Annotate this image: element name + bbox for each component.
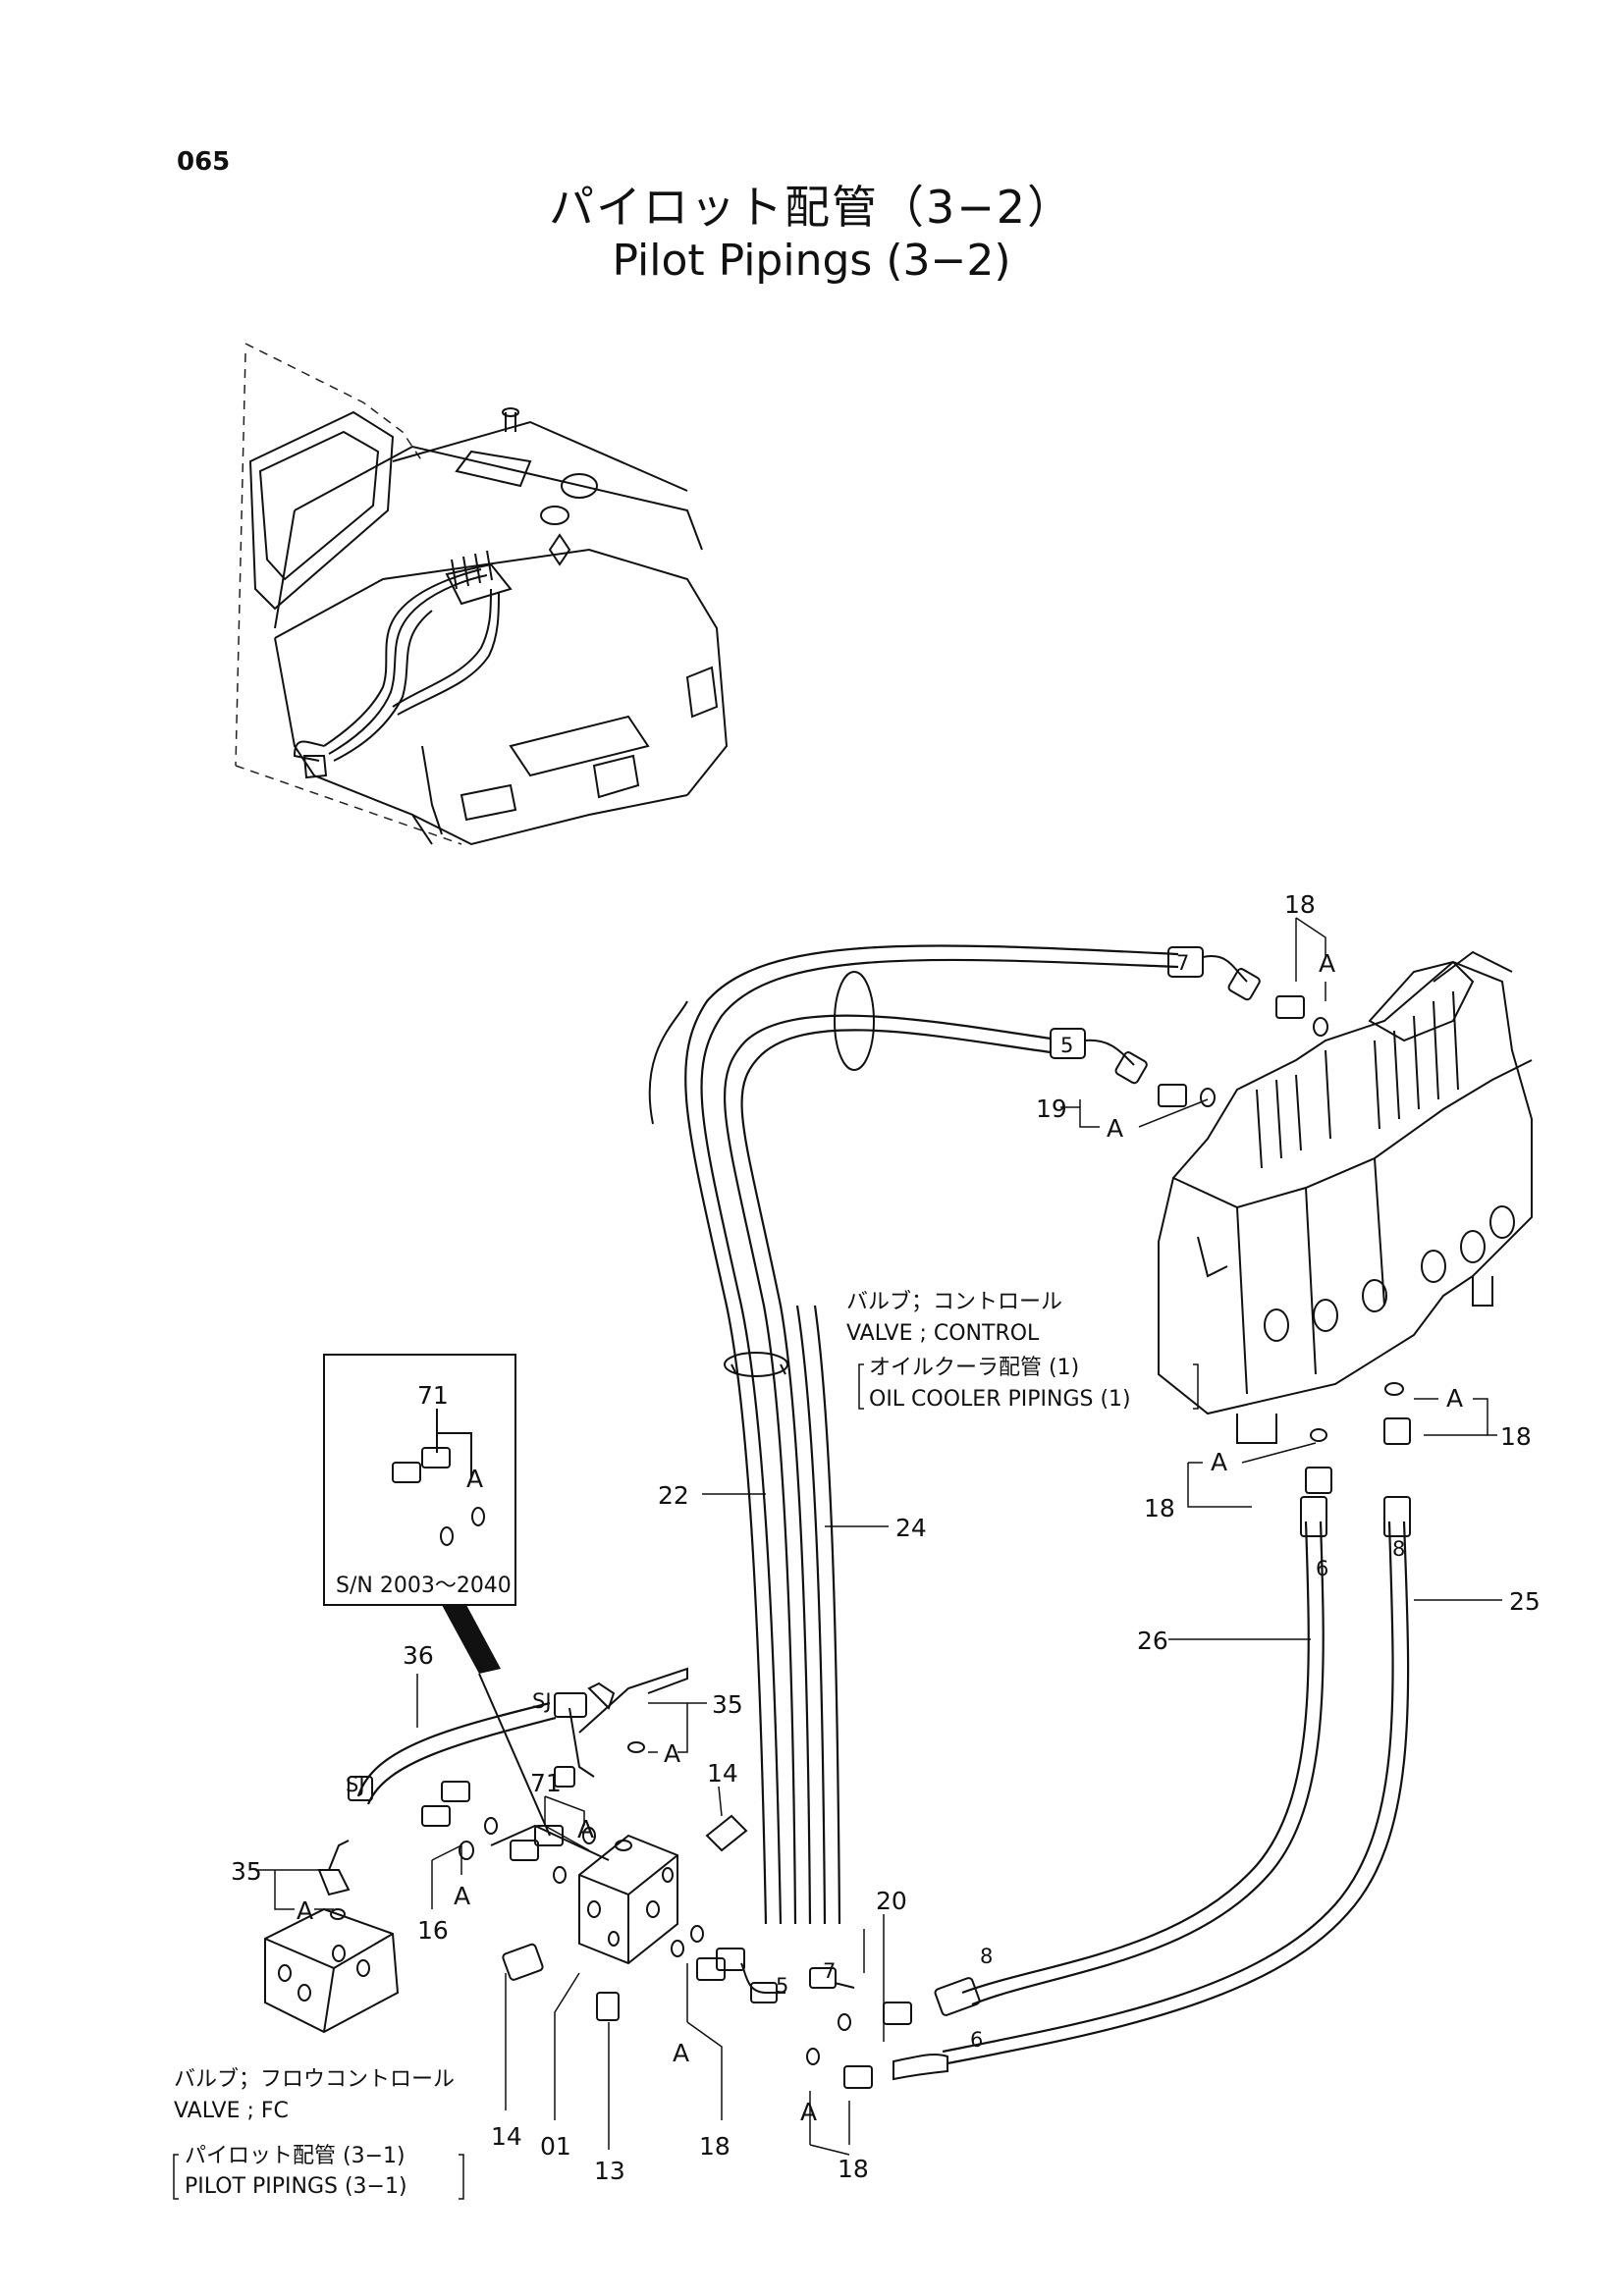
callout-25: 25 — [1509, 1587, 1541, 1616]
callout-a-35-left: A — [297, 1896, 313, 1925]
hose-mark-6a: 6 — [1316, 1557, 1328, 1580]
top-hose-fittings — [1050, 946, 1411, 1494]
control-valve-ref-en: OIL COOLER PIPINGS (1) — [869, 1387, 1131, 1412]
page-number: 065 — [177, 147, 231, 177]
callout-18-right: 18 — [1500, 1422, 1532, 1451]
inset-serial-range: S/N 2003～2040 — [336, 1574, 512, 1598]
callout-a-mid: A — [673, 2039, 689, 2067]
title-japanese: パイロット配管（3−2） — [548, 181, 1075, 234]
callout-24: 24 — [895, 1514, 927, 1542]
callout-19: 19 — [1036, 1095, 1067, 1123]
sj-mark-1: SJ — [532, 1689, 552, 1713]
long-hoses — [648, 944, 1179, 1925]
fc-valve-ref-en: PILOT PIPINGS (3−1) — [185, 2174, 407, 2199]
hose-mark-6b: 6 — [970, 2028, 983, 2052]
callout-36: 36 — [403, 1641, 434, 1670]
callout-18-bottom: 18 — [838, 2155, 869, 2183]
callout-a-19: A — [1107, 1114, 1123, 1143]
callout-labels: 18 A 19 A 22 24 A 18 A 18 26 25 36 35 A … — [174, 890, 1541, 2199]
callout-71: 71 — [530, 1769, 562, 1797]
callout-a-16: A — [454, 1882, 470, 1910]
callout-a-35-right: A — [664, 1739, 680, 1768]
callout-a-right: A — [1446, 1384, 1463, 1413]
hose-mark-7: 7 — [1176, 951, 1189, 975]
callout-14-top: 14 — [707, 1759, 738, 1788]
hose-mark-8a: 8 — [1392, 1537, 1405, 1561]
leader-lines — [173, 917, 1502, 2200]
fc-block-drawing — [264, 1667, 912, 2089]
fc-valve-ref-jp: パイロット配管 (3−1) — [185, 2144, 406, 2168]
callout-16: 16 — [417, 1916, 449, 1945]
callout-a-71: A — [577, 1815, 594, 1843]
callout-a-bottom: A — [800, 2098, 817, 2126]
callout-22: 22 — [658, 1481, 689, 1510]
callout-13: 13 — [594, 2157, 625, 2185]
callout-20: 20 — [876, 1887, 907, 1915]
callout-35-left: 35 — [231, 1857, 262, 1886]
callout-18-top: 18 — [1284, 890, 1316, 919]
callout-35-right: 35 — [712, 1690, 743, 1719]
inset-callout-a: A — [466, 1465, 483, 1493]
control-valve-ref-jp: オイルクーラ配管 (1) — [869, 1356, 1079, 1380]
title-english: Pilot Pipings (3−2) — [612, 236, 1011, 286]
callout-18-left: 18 — [1144, 1494, 1175, 1522]
inset-box — [323, 1354, 551, 1837]
hose-mark-5: 5 — [1060, 1034, 1073, 1057]
callout-01: 01 — [540, 2132, 571, 2161]
fc-valve-en: VALVE ; FC — [174, 2099, 289, 2123]
callout-a-top: A — [1319, 949, 1335, 978]
callout-26: 26 — [1137, 1627, 1168, 1655]
control-valve-drawing — [1158, 950, 1533, 1444]
callout-a-left-18: A — [1211, 1448, 1227, 1476]
control-valve-en: VALVE ; CONTROL — [846, 1321, 1040, 1346]
callout-18-mid: 18 — [699, 2132, 730, 2161]
sj-mark-2: SJ — [346, 1773, 365, 1796]
hose-mark-8b: 8 — [980, 1945, 993, 1968]
callout-14-bottom: 14 — [491, 2122, 522, 2151]
hoses-25-26 — [893, 1496, 1411, 2081]
inset-callout-71: 71 — [417, 1381, 449, 1410]
machine-body-drawing — [235, 343, 729, 846]
hose-mark-7b: 7 — [823, 1959, 836, 1983]
fc-valve-jp: バルブ；フロウコントロール — [174, 2067, 455, 2092]
control-valve-jp: バルブ；コントロール — [846, 1290, 1062, 1314]
hose-mark-5b: 5 — [776, 1974, 788, 1998]
